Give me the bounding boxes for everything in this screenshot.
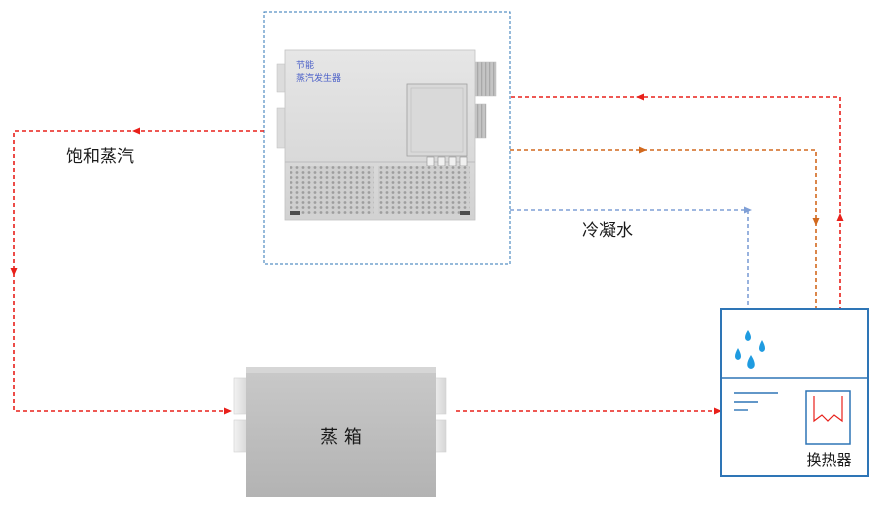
water-drops-icon [735,330,765,369]
condensate-label: 冷凝水 [582,221,633,241]
steam-box-body [246,367,436,497]
arrow-feed-right [639,146,647,154]
steam-pipe-to-box [13,130,264,412]
arrow-condensate-right [744,206,752,214]
arrow-steam-down [10,268,18,276]
control-box [406,83,468,157]
steam-box [233,367,447,497]
arrow-steam-into-box [224,407,232,415]
arrow-into-tank [714,407,722,415]
heat-coil-icon [813,396,843,423]
pipe-return-to-generator [510,96,841,395]
generator-panel-line1: 节能 [296,59,314,71]
generator-mesh-right [378,166,470,214]
generator-mesh-left [290,166,374,214]
generator-panel-line2: 蒸汽发生器 [296,72,341,84]
arrow-steam-left [132,127,140,135]
heat-exchanger-box [805,390,851,445]
generator-frame [263,11,511,265]
steam-generator: 节能 蒸汽发生器 [263,11,511,265]
arrow-feed-down [812,218,820,226]
arrow-return-up [836,213,844,221]
arrow-return-left [636,93,644,101]
water-ripple-lines [734,392,778,411]
water-tank [720,308,869,477]
heat-exchanger-label: 换热器 [806,451,851,469]
saturated-steam-label: 饱和蒸汽 [66,147,134,167]
steam-box-label: 蒸 箱 [320,427,362,448]
